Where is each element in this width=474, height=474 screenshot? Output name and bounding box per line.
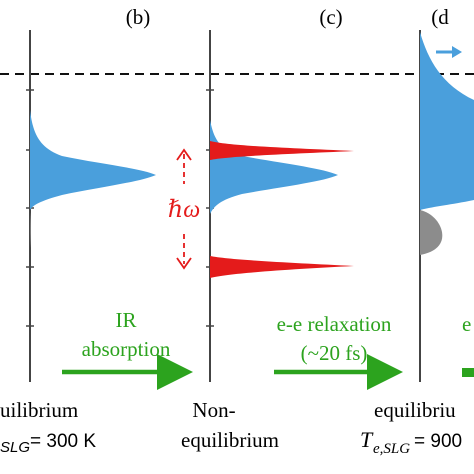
caption-d-value: = 900	[414, 431, 462, 452]
caption-c-line2: equilibrium	[181, 428, 279, 452]
ee-relaxation-line2: (~20 fs)	[301, 341, 368, 365]
caption-b-line1: uilibrium	[0, 398, 78, 422]
panel-d-cut-label: e	[462, 312, 471, 336]
panel-d	[419, 30, 474, 382]
caption-b-subscript: SLG	[0, 439, 30, 456]
hot-electron-distribution-d	[420, 32, 474, 210]
panel-c	[206, 30, 354, 382]
panel-label-b: (b)	[126, 5, 151, 29]
photon-energy-label: ℏω	[168, 197, 200, 223]
panel-b	[26, 30, 156, 382]
caption-b-line2: SLG = 300 K	[0, 431, 96, 456]
photoexcited-electron-peak	[210, 141, 354, 160]
panel-label-d: (d	[431, 5, 449, 29]
photoexcited-hole-peak	[210, 256, 354, 278]
ee-relaxation-line1: e-e relaxation	[277, 312, 392, 336]
photon-energy-arrow	[176, 148, 192, 270]
caption-b-value: = 300 K	[30, 431, 96, 452]
ir-label-line2: absorption	[82, 337, 171, 361]
hot-electron-distribution-b	[30, 110, 156, 210]
hole-tail-b	[30, 212, 31, 248]
caption-c-line1: Non-	[192, 398, 235, 422]
caption-d-line1: equilibriu	[374, 398, 456, 422]
hole-distribution-d	[420, 210, 443, 255]
caption-d-symbol: T	[360, 427, 374, 452]
caption-d-line2: T e,SLG = 900	[360, 427, 462, 457]
panel-d-cut-arrow	[462, 368, 474, 377]
caption-d-subscript: e,SLG	[373, 441, 410, 457]
panel-label-c: (c)	[319, 5, 342, 29]
ir-label-line1: IR	[116, 308, 137, 332]
blue-arrow-icon	[436, 46, 462, 58]
thermal-distribution-c	[210, 120, 338, 214]
